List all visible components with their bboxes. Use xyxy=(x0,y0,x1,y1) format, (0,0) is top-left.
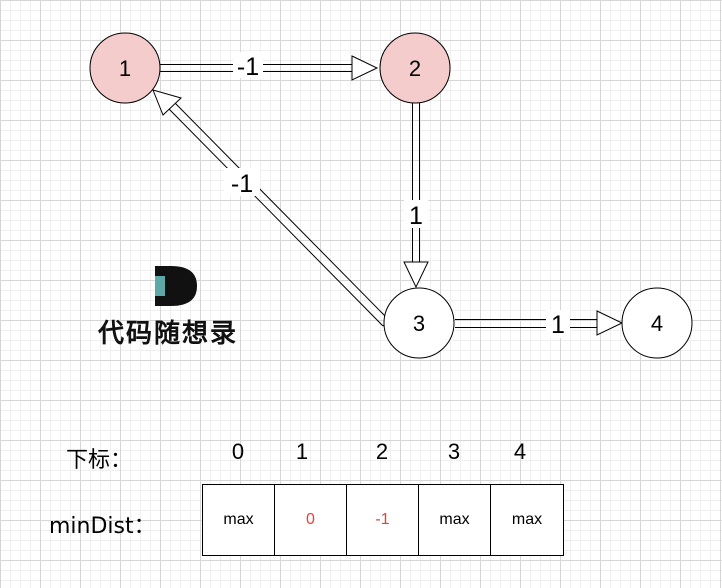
index-1: 1 xyxy=(295,439,309,464)
min-dist-cell-0: max xyxy=(203,485,275,555)
min-dist-cell-2: -1 xyxy=(347,485,419,555)
node-label-1: 1 xyxy=(119,56,131,81)
index-2: 2 xyxy=(375,439,389,464)
index-4: 4 xyxy=(513,439,527,464)
node-1: 1 xyxy=(89,32,161,104)
min-dist-row-label: minDist： xyxy=(49,514,156,539)
node-4: 4 xyxy=(621,287,693,359)
node-label-3: 3 xyxy=(413,311,425,336)
node-2: 2 xyxy=(379,32,451,104)
index-3: 3 xyxy=(447,439,461,464)
edge-label-3-1: -1 xyxy=(231,170,253,198)
min-dist-cell-4: max xyxy=(491,485,563,555)
logo-accent xyxy=(155,276,165,296)
edge-label-2-3: 1 xyxy=(409,202,423,230)
logo: 代码随想录 xyxy=(97,266,238,349)
index-0: 0 xyxy=(231,439,245,464)
min-dist-cell-3: max xyxy=(419,485,491,555)
graph-diagram: -1 1 -1 1 1 2 3 4 xyxy=(89,32,693,359)
edge-label-3-4: 1 xyxy=(551,311,565,339)
edge-label-1-2: -1 xyxy=(237,53,259,81)
edge-1-2: -1 xyxy=(160,52,379,81)
min-dist-cell-1: 0 xyxy=(275,485,347,555)
node-3: 3 xyxy=(383,287,455,359)
node-label-2: 2 xyxy=(409,56,421,81)
node-label-4: 4 xyxy=(651,311,663,336)
logo-text: 代码随想录 xyxy=(97,318,238,349)
edge-2-3: 1 xyxy=(403,102,429,289)
min-dist-table: max 0 -1 max max xyxy=(202,484,564,556)
logo-d-mark-icon xyxy=(155,266,197,306)
index-row-label: 下标： xyxy=(66,448,133,473)
edge-3-4: 1 xyxy=(455,310,624,339)
